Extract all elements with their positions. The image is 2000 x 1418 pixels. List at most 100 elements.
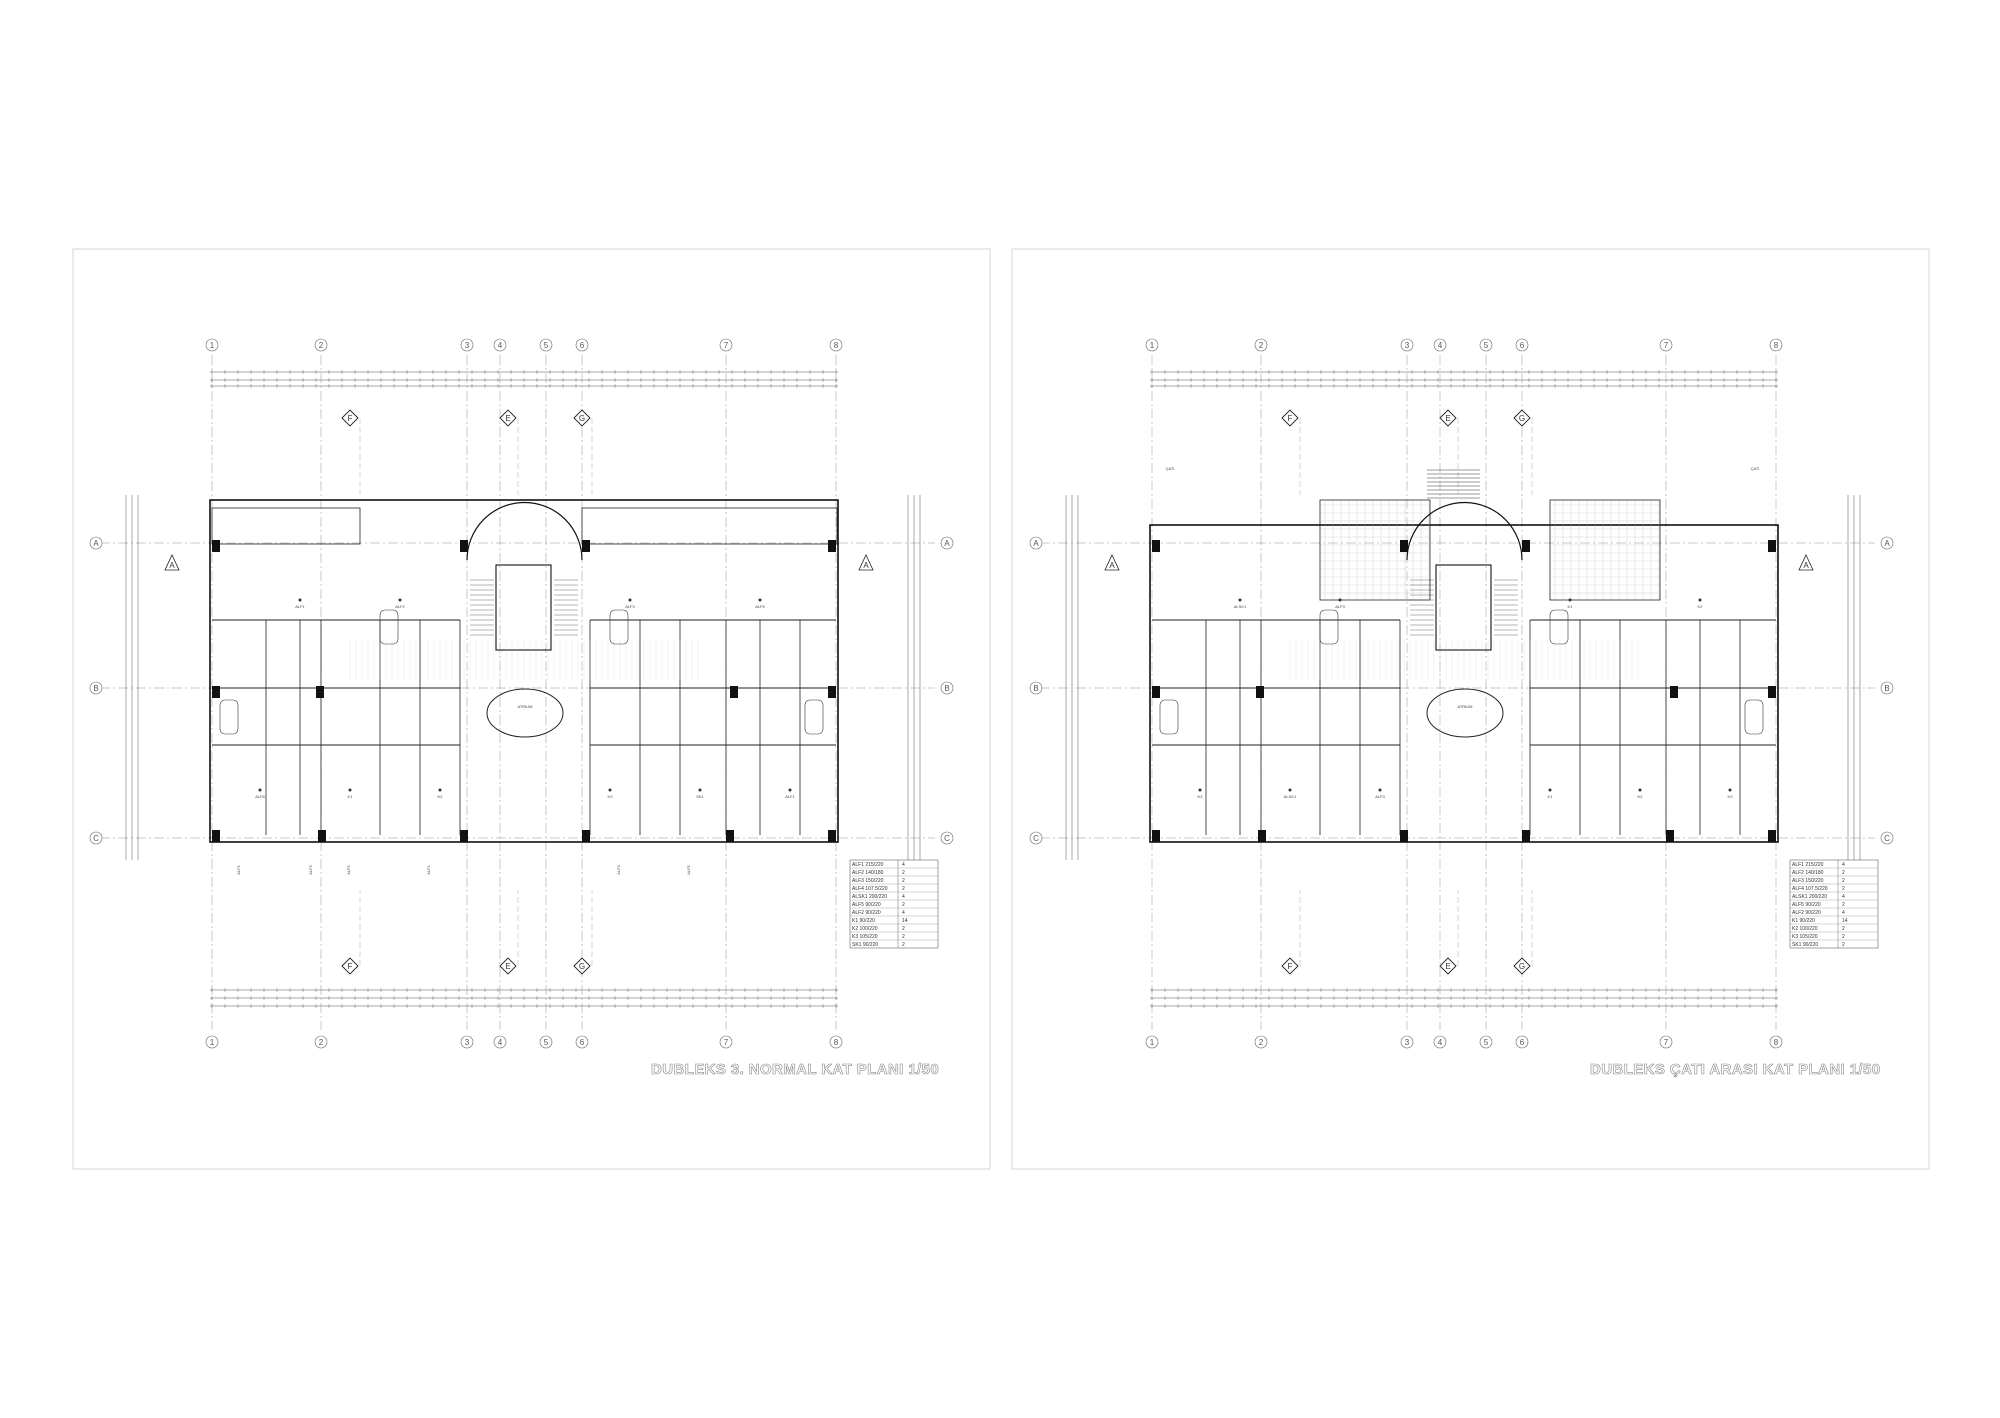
- structural-column: [1522, 830, 1530, 842]
- legend-code: ALF3 150/220: [1792, 878, 1824, 884]
- room-tag-dot: [788, 788, 792, 792]
- grid-label-col: 5: [1484, 1038, 1489, 1047]
- structural-column: [828, 686, 836, 698]
- legend-code: K1 90/220: [1792, 918, 1815, 924]
- room-tag-label: ALF1: [785, 794, 795, 799]
- structural-column: [828, 540, 836, 552]
- legend-qty: 4: [902, 862, 905, 868]
- grid-bubble: [1659, 1035, 1673, 1049]
- grid-label-col: 2: [1259, 1038, 1264, 1047]
- grid-label-row: B: [93, 684, 98, 693]
- room-tag-dot: [1698, 598, 1702, 602]
- legend-qty: 2: [1842, 942, 1845, 948]
- grid-label-col: 1: [210, 341, 215, 350]
- grid-label-row: C: [944, 834, 950, 843]
- room-tag-dot: [1638, 788, 1642, 792]
- grid-bubble: [575, 338, 589, 352]
- window-tag: ÇATI: [1166, 466, 1175, 471]
- grid-bubble: [1400, 1035, 1414, 1049]
- structural-column: [212, 830, 220, 842]
- structural-column: [1258, 830, 1266, 842]
- grid-label-row: A: [1033, 539, 1039, 548]
- room-tag-dot: [438, 788, 442, 792]
- grid-bubble: [460, 1035, 474, 1049]
- structural-column: [582, 540, 590, 552]
- bathtub: [219, 699, 239, 735]
- legend-qty: 4: [902, 910, 905, 916]
- grid-bubble: [314, 338, 328, 352]
- section-marker-label: G: [579, 962, 585, 971]
- structural-column: [582, 830, 590, 842]
- structural-column: [1522, 540, 1530, 552]
- legend-qty: 2: [1842, 902, 1845, 908]
- bathtub: [1319, 609, 1339, 645]
- legend-qty: 2: [902, 926, 905, 932]
- room-tag-label: ALF3: [1375, 794, 1385, 799]
- grid-bubble: [1433, 1035, 1447, 1049]
- grid-label-col: 6: [1520, 341, 1525, 350]
- grid-bubble: [719, 338, 733, 352]
- legend-code: K2 100/220: [852, 926, 878, 932]
- legend-code: SK1 90/220: [852, 942, 878, 948]
- side-section-marker: [164, 554, 180, 571]
- grid-label-col: 2: [319, 341, 324, 350]
- side-section-label: A: [863, 561, 869, 570]
- room-tag-label: K1: [1548, 794, 1554, 799]
- grid-label-row: A: [93, 539, 99, 548]
- structural-column: [460, 830, 468, 842]
- grid-label-col: 3: [1405, 1038, 1410, 1047]
- section-marker: [341, 409, 359, 427]
- section-marker-label: E: [1445, 414, 1450, 423]
- legend-code: ALSK1 200/220: [1792, 894, 1827, 900]
- legend-qty: 2: [1842, 934, 1845, 940]
- grid-bubble: [829, 338, 843, 352]
- legend-code: ALF2 140/180: [1792, 870, 1824, 876]
- door-window-legend: [849, 859, 939, 949]
- room-tag-dot: [1568, 598, 1572, 602]
- grid-bubble: [1769, 338, 1783, 352]
- section-marker: [499, 409, 517, 427]
- legend-code: K3 105/220: [1792, 934, 1818, 940]
- legend-qty: 2: [902, 902, 905, 908]
- section-marker: [573, 957, 591, 975]
- room-tag-label: ALF1: [295, 604, 305, 609]
- right-sheet-frame: [1011, 248, 1930, 1170]
- room-tag-label: K3: [608, 794, 614, 799]
- grid-bubble: [1479, 1035, 1493, 1049]
- grid-label-col: 4: [498, 341, 503, 350]
- grid-label-col: 1: [1150, 341, 1155, 350]
- grid-bubble: [1400, 338, 1414, 352]
- grid-label-row: C: [93, 834, 99, 843]
- terrace-left: [211, 507, 361, 545]
- section-marker-label: F: [1288, 414, 1293, 423]
- grid-label-col: 5: [544, 341, 549, 350]
- exterior-wall: [1149, 524, 1779, 843]
- room-tag-label: K3: [1198, 794, 1204, 799]
- legend-qty: 2: [902, 886, 905, 892]
- legend-qty: 4: [1842, 910, 1845, 916]
- legend-qty: 2: [902, 934, 905, 940]
- legend-code: ALF5 90/220: [1792, 902, 1821, 908]
- room-tag-dot: [698, 788, 702, 792]
- section-marker: [1281, 957, 1299, 975]
- legend-qty: 2: [1842, 878, 1845, 884]
- grid-label-col: 8: [1774, 1038, 1779, 1047]
- legend-qty: 14: [1842, 918, 1848, 924]
- bathtub: [609, 609, 629, 645]
- room-tag-dot: [258, 788, 262, 792]
- grid-bubble: [1479, 338, 1493, 352]
- room-label-atrium: ATRIUM: [517, 704, 532, 709]
- right-plan-title: DUBLEKS ÇATI ARASI KAT PLANI 1/50: [1590, 1061, 1881, 1079]
- grid-label-col: 7: [1664, 341, 1669, 350]
- section-marker-label: E: [505, 962, 510, 971]
- grid-bubble: [940, 681, 954, 695]
- structural-column: [1768, 540, 1776, 552]
- bathtub: [1549, 609, 1569, 645]
- side-section-marker: [1798, 554, 1814, 571]
- grid-label-col: 3: [465, 1038, 470, 1047]
- bathtub: [379, 609, 399, 645]
- grid-label-col: 2: [1259, 341, 1264, 350]
- grid-label-col: 4: [1438, 341, 1443, 350]
- grid-label-row: B: [1033, 684, 1038, 693]
